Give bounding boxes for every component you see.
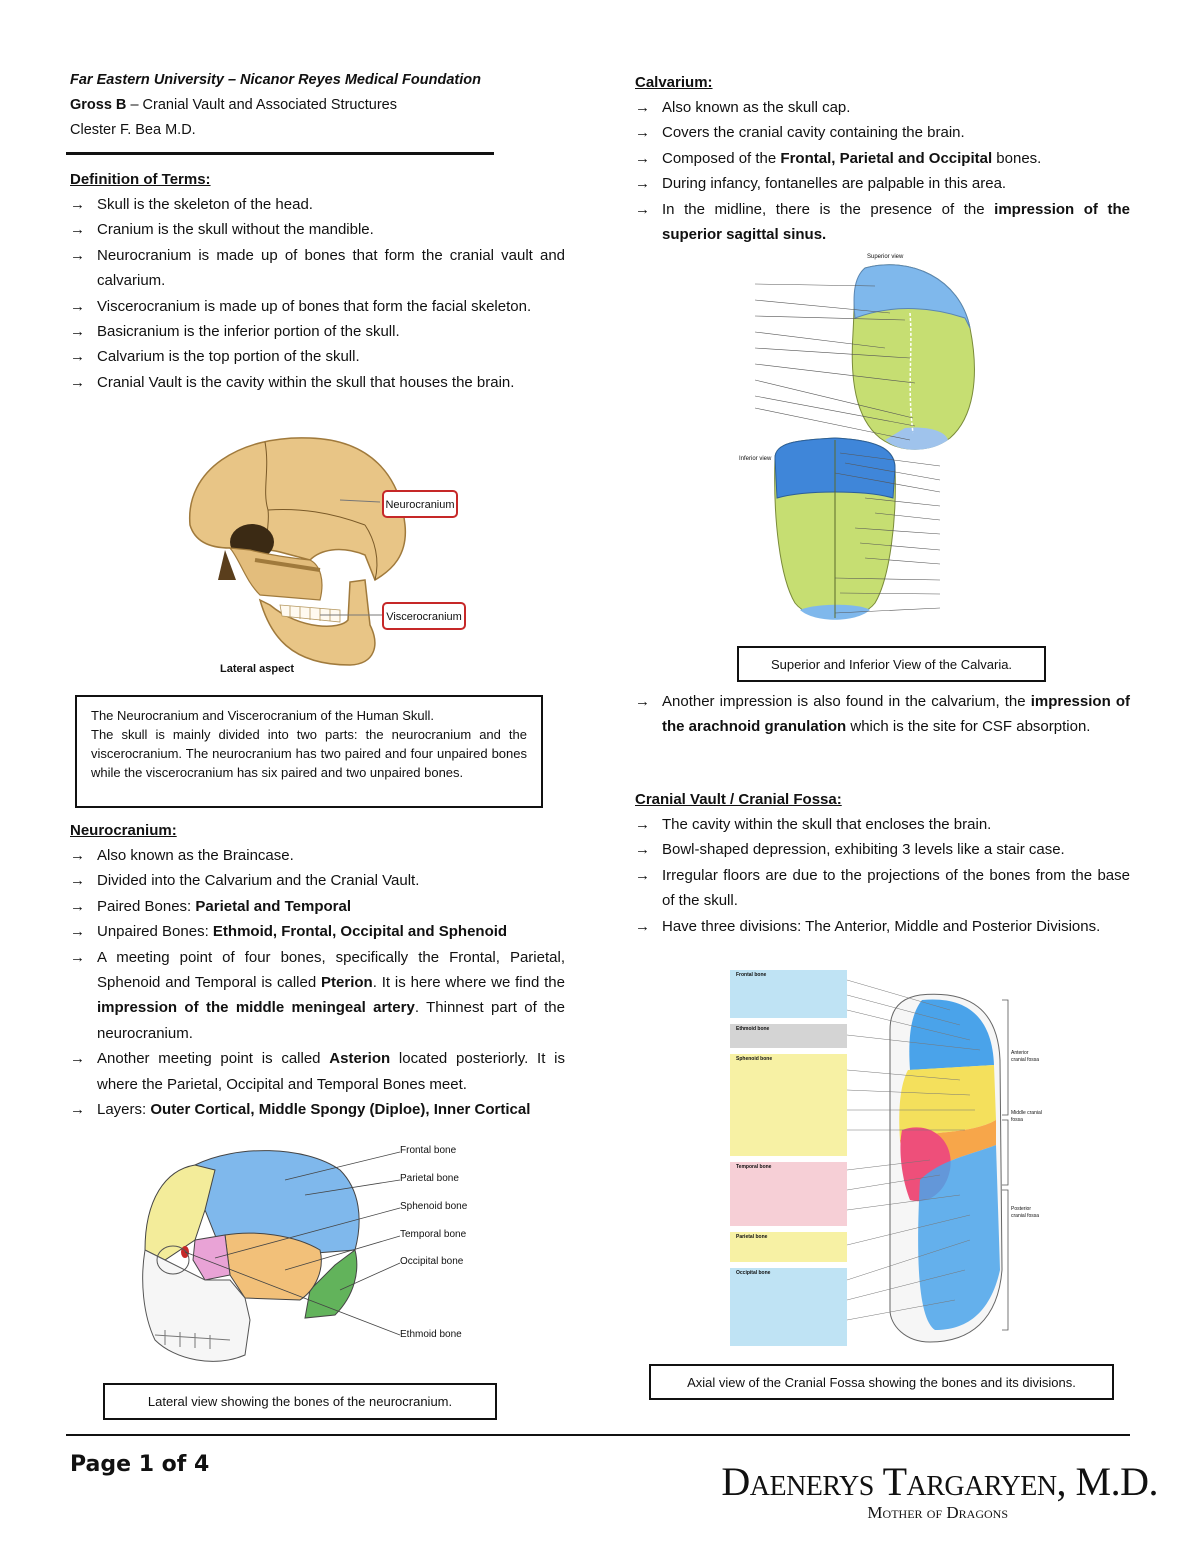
frontal-bone-label: Frontal bone	[400, 1145, 457, 1156]
document-header: Far Eastern University – Nicanor Reyes M…	[70, 68, 500, 143]
list-item: →Viscerocranium is made up of bones that…	[70, 297, 532, 315]
footer-divider	[66, 1434, 1130, 1436]
course-code: Gross B	[70, 97, 127, 113]
inferior-view-label: Inferior view	[739, 456, 772, 462]
arachnoid-section: →Another impression is also found in the…	[635, 689, 1130, 740]
list-item: →Cranial Vault is the cavity within the …	[70, 373, 515, 391]
list-item: →Cranium is the skull without the mandib…	[70, 221, 374, 239]
neurocranium-list: →Also known as the Braincase. →Divided i…	[70, 843, 565, 1122]
superior-view-label: Superior view	[867, 254, 904, 260]
viscerocranium-label: Viscerocranium	[382, 602, 466, 630]
neurocranium-bones-illustration	[142, 1150, 401, 1362]
calvaria-illustration	[754, 264, 975, 620]
author-signature: Daenerys Targaryen, M.D. Mother of Drago…	[713, 1460, 1158, 1522]
definitions-section: Definition of Terms: →Skull is the skele…	[70, 168, 565, 395]
definitions-list: →Skull is the skeleton of the head. →Cra…	[70, 192, 565, 395]
calvarium-section: Calvarium: →Also known as the skull cap.…	[635, 71, 1130, 247]
occipital-bone-label: Occipital bone	[400, 1256, 464, 1267]
lateral-aspect-label: Lateral aspect	[220, 663, 294, 675]
header-divider	[66, 152, 494, 155]
posterior-fossa-label: Posterior cranial fossa	[1011, 1206, 1040, 1219]
list-item: →Another impression is also found in the…	[635, 693, 1130, 736]
page-number: Page 1 of 4	[70, 1452, 210, 1477]
middle-fossa-label: Middle cranial fossa	[1011, 1110, 1042, 1123]
sphenoid-bone-label: Sphenoid bone	[400, 1201, 468, 1212]
skull-lateral-figure: Neurocranium Viscerocranium Lateral aspe…	[170, 430, 480, 680]
skull-lateral-illustration	[189, 437, 407, 666]
calvaria-figure: Superior view Inferior view	[735, 254, 1055, 630]
fossa-occipital-group: Occipital bone	[736, 1270, 771, 1276]
list-item: →Calvarium is the top portion of the sku…	[70, 348, 360, 366]
cranial-vault-title: Cranial Vault / Cranial Fossa:	[635, 791, 842, 808]
figure2-caption: Lateral view showing the bones of the ne…	[147, 1394, 453, 1409]
calvaria-caption-box: Superior and Inferior View of the Calvar…	[737, 646, 1046, 682]
list-item: →Another meeting point is called Asterio…	[70, 1050, 565, 1093]
cranial-fossa-caption-box: Axial view of the Cranial Fossa showing …	[649, 1364, 1114, 1400]
neurocranium-bones-figure: Frontal bone Parietal bone Sphenoid bone…	[135, 1140, 480, 1375]
list-item: →Irregular floors are due to the project…	[635, 866, 1130, 910]
cranial-fossa-illustration	[730, 970, 1009, 1346]
list-item: →In the midline, there is the presence o…	[635, 200, 1130, 244]
cranial-fossa-figure: Frontal bone Ethmoid bone Sphenoid bone …	[730, 970, 1045, 1350]
fossa-sphenoid-group: Sphenoid bone	[736, 1056, 773, 1062]
course-title: Gross B – Cranial Vault and Associated S…	[70, 93, 500, 118]
list-item: →Bowl-shaped depression, exhibiting 3 le…	[635, 841, 1065, 859]
ethmoid-bone-label: Ethmoid bone	[400, 1329, 462, 1340]
parietal-bone-label: Parietal bone	[400, 1173, 459, 1184]
figure1-caption-body: The skull is mainly divided into two par…	[91, 727, 527, 780]
fossa-frontal-group: Frontal bone	[736, 972, 767, 978]
list-item: →Composed of the Frontal, Parietal and O…	[635, 149, 1042, 167]
list-item: →During infancy, fontanelles are palpabl…	[635, 175, 1007, 193]
calvaria-caption: Superior and Inferior View of the Calvar…	[770, 657, 1013, 672]
lecturer-name: Clester F. Bea M.D.	[70, 122, 196, 138]
arachnoid-list: →Another impression is also found in the…	[635, 689, 1130, 740]
list-item: →The cavity within the skull that enclos…	[635, 816, 992, 833]
fossa-temporal-group: Temporal bone	[736, 1164, 772, 1170]
cranial-vault-section: Cranial Vault / Cranial Fossa: →The cavi…	[635, 788, 1130, 939]
list-item: →Unpaired Bones: Ethmoid, Frontal, Occip…	[70, 923, 508, 941]
temporal-bone-label: Temporal bone	[400, 1229, 467, 1240]
institution-name: Far Eastern University – Nicanor Reyes M…	[70, 72, 481, 88]
anterior-fossa-label: Anterior cranial fossa	[1011, 1050, 1040, 1063]
fossa-parietal-group: Parietal bone	[736, 1234, 768, 1240]
neurocranium-title: Neurocranium:	[70, 822, 177, 839]
figure1-caption-box: The Neurocranium and Viscerocranium of t…	[75, 695, 543, 808]
list-item: →A meeting point of four bones, specific…	[70, 948, 565, 1042]
list-item: →Basicranium is the inferior portion of …	[70, 323, 400, 341]
list-item: →Covers the cranial cavity containing th…	[635, 124, 965, 142]
list-item: →Layers: Outer Cortical, Middle Spongy (…	[70, 1101, 531, 1119]
list-item: →Divided into the Calvarium and the Cran…	[70, 872, 420, 890]
fossa-ethmoid-group: Ethmoid bone	[736, 1026, 770, 1032]
definitions-title: Definition of Terms:	[70, 171, 211, 188]
calvarium-list: →Also known as the skull cap. →Covers th…	[635, 95, 1130, 247]
cranial-fossa-caption: Axial view of the Cranial Fossa showing …	[687, 1375, 1076, 1390]
figure2-caption-box: Lateral view showing the bones of the ne…	[103, 1383, 497, 1420]
signature-name: Daenerys Targaryen, M.D.	[721, 1459, 1158, 1504]
figure1-caption-title: The Neurocranium and Viscerocranium of t…	[91, 708, 434, 723]
list-item: →Skull is the skeleton of the head.	[70, 196, 313, 213]
cranial-vault-list: →The cavity within the skull that enclos…	[635, 812, 1130, 939]
list-item: →Have three divisions: The Anterior, Mid…	[635, 917, 1101, 935]
neurocranium-label: Neurocranium	[382, 490, 458, 518]
list-item: →Paired Bones: Parietal and Temporal	[70, 897, 352, 915]
calvarium-title: Calvarium:	[635, 74, 713, 91]
list-item: →Also known as the Braincase.	[70, 847, 294, 864]
neurocranium-section: Neurocranium: →Also known as the Brainca…	[70, 819, 565, 1122]
course-topic: – Cranial Vault and Associated Structure…	[126, 97, 397, 113]
list-item: →Also known as the skull cap.	[635, 99, 851, 116]
list-item: →Neurocranium is made up of bones that f…	[70, 246, 565, 290]
signature-subtitle: Mother of Dragons	[867, 1503, 1008, 1522]
